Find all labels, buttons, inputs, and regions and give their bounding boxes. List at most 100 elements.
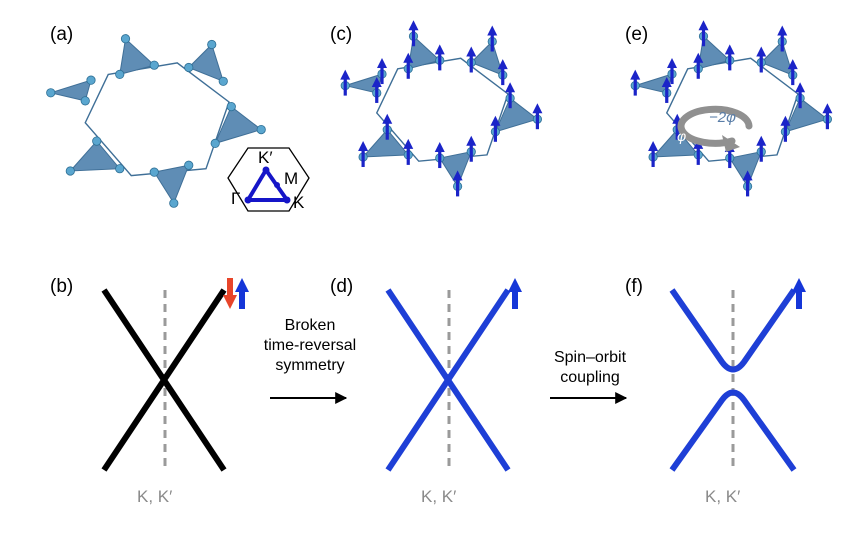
gamma-point <box>244 196 252 204</box>
transition-spin-orbit: Spin–orbit coupling <box>550 349 628 404</box>
lattice-atom <box>65 166 75 176</box>
bz-label-gamma: Γ <box>231 189 240 208</box>
lattice-atom <box>210 138 220 148</box>
spin-arrow-head <box>490 115 501 126</box>
spin-arrow-head <box>358 141 369 151</box>
spin-arrow-head <box>698 20 709 31</box>
kagome-triangle <box>728 151 763 188</box>
transition-text-line-2: time-reversal <box>264 337 356 354</box>
spin-arrow-head <box>505 82 516 93</box>
spin-up-arrow-d <box>508 278 522 309</box>
kagome-triangle <box>470 40 504 76</box>
band-line-d-2 <box>385 288 511 472</box>
kagome-lattice-a <box>46 34 266 208</box>
transition-text-soc-line-2: coupling <box>560 369 620 386</box>
spin-up-arrow-b <box>235 278 249 309</box>
phase-circulation-arrowhead <box>722 135 740 152</box>
phase-label-minus-two-phi: −2φ <box>709 109 736 126</box>
lattice-atom <box>218 76 228 86</box>
kagome-triangle <box>48 79 92 102</box>
lattice-atom <box>80 96 90 106</box>
lattice-atom <box>92 136 102 146</box>
spin-arrow-head <box>795 82 806 93</box>
kagome-triangle <box>407 35 441 70</box>
spin-arrow-head <box>382 113 393 124</box>
kagome-triangle <box>187 43 225 83</box>
high-symmetry-path <box>246 168 289 202</box>
lattice-atom <box>184 160 194 170</box>
spin-arrow-head <box>630 69 641 80</box>
lattice-atom <box>86 75 96 85</box>
spin-arrow-head <box>742 170 753 181</box>
spin-arrow-head <box>340 69 351 80</box>
brillouin-zone-hexagon <box>227 147 310 212</box>
kagome-triangle <box>784 97 829 133</box>
spin-arrow-head <box>787 59 798 70</box>
spin-arrow-head <box>532 103 543 114</box>
lattice-atom <box>149 60 159 70</box>
panel-label-b: (b) <box>50 276 73 297</box>
panel-label-c: (c) <box>330 24 352 45</box>
flux-annotation: −2φ φ φ <box>677 86 773 152</box>
kagome-hexagon <box>665 57 799 162</box>
spin-arrow-head <box>661 76 672 87</box>
panel-label-e: (e) <box>625 24 648 45</box>
band-structure-d: K, K′ <box>385 278 522 506</box>
kagome-triangle <box>119 37 156 76</box>
spin-arrow-head <box>487 25 498 36</box>
spin-arrow-head <box>452 170 463 181</box>
spin-arrow-head <box>466 135 477 146</box>
spin-arrow-head <box>434 142 445 153</box>
panel-label-a: (a) <box>50 24 73 45</box>
lattice-atom <box>184 62 194 73</box>
lattice-atom <box>115 164 125 174</box>
transition-broken-trs: Broken time-reversal symmetry <box>264 317 356 404</box>
kagome-triangle <box>651 128 700 158</box>
spin-down-arrow <box>223 278 237 309</box>
upper-band-f <box>669 288 797 373</box>
bz-label-k: K <box>293 193 305 212</box>
spin-arrow-head <box>693 52 704 63</box>
lattice-atom <box>46 88 56 98</box>
lattice-atom <box>226 102 236 112</box>
spin-arrow-head <box>403 52 414 63</box>
axis-label-b: K, K′ <box>137 487 172 506</box>
kagome-triangle <box>697 35 731 70</box>
spin-arrow-head <box>466 46 477 57</box>
spin-arrow-head <box>403 138 414 149</box>
spin-arrow-head <box>822 103 833 114</box>
spin-arrow-head <box>497 59 508 70</box>
panel-label-f: (f) <box>625 276 643 297</box>
panel-label-d: (d) <box>330 276 353 297</box>
lattice-atom <box>120 34 131 44</box>
kagome-hexagon <box>375 57 509 162</box>
transition-text-line-3: symmetry <box>275 357 344 374</box>
band-structure-b: K, K′ <box>101 278 249 506</box>
spin-arrow-head <box>780 115 791 126</box>
kagome-triangle <box>69 140 121 172</box>
phase-label-phi-top: φ <box>764 86 773 102</box>
bz-label-m: M <box>284 169 298 188</box>
phase-label-phi-left: φ <box>677 128 686 144</box>
lattice-atom <box>169 198 179 208</box>
kagome-lattice-spins-c <box>340 20 543 197</box>
kagome-triangle <box>494 97 539 133</box>
spin-arrow-head <box>667 58 677 69</box>
kagome-hexagon <box>84 62 230 177</box>
spin-arrow-head <box>756 135 767 146</box>
band-line-b-2 <box>101 288 227 472</box>
spin-arrow-head <box>724 44 735 55</box>
spin-arrow-head <box>434 44 445 55</box>
axis-label-f: K, K′ <box>705 487 740 506</box>
lattice-atom <box>256 125 266 135</box>
transition-text-line-1: Broken <box>285 317 336 334</box>
lattice-atom <box>149 167 159 177</box>
lattice-atom <box>207 39 217 50</box>
kagome-triangle <box>438 151 473 188</box>
m-point <box>274 182 280 188</box>
spin-arrow-head <box>377 58 387 69</box>
k-prime-point <box>262 166 270 174</box>
spin-up-arrow-f <box>792 278 806 309</box>
spin-arrow-head <box>756 46 767 57</box>
